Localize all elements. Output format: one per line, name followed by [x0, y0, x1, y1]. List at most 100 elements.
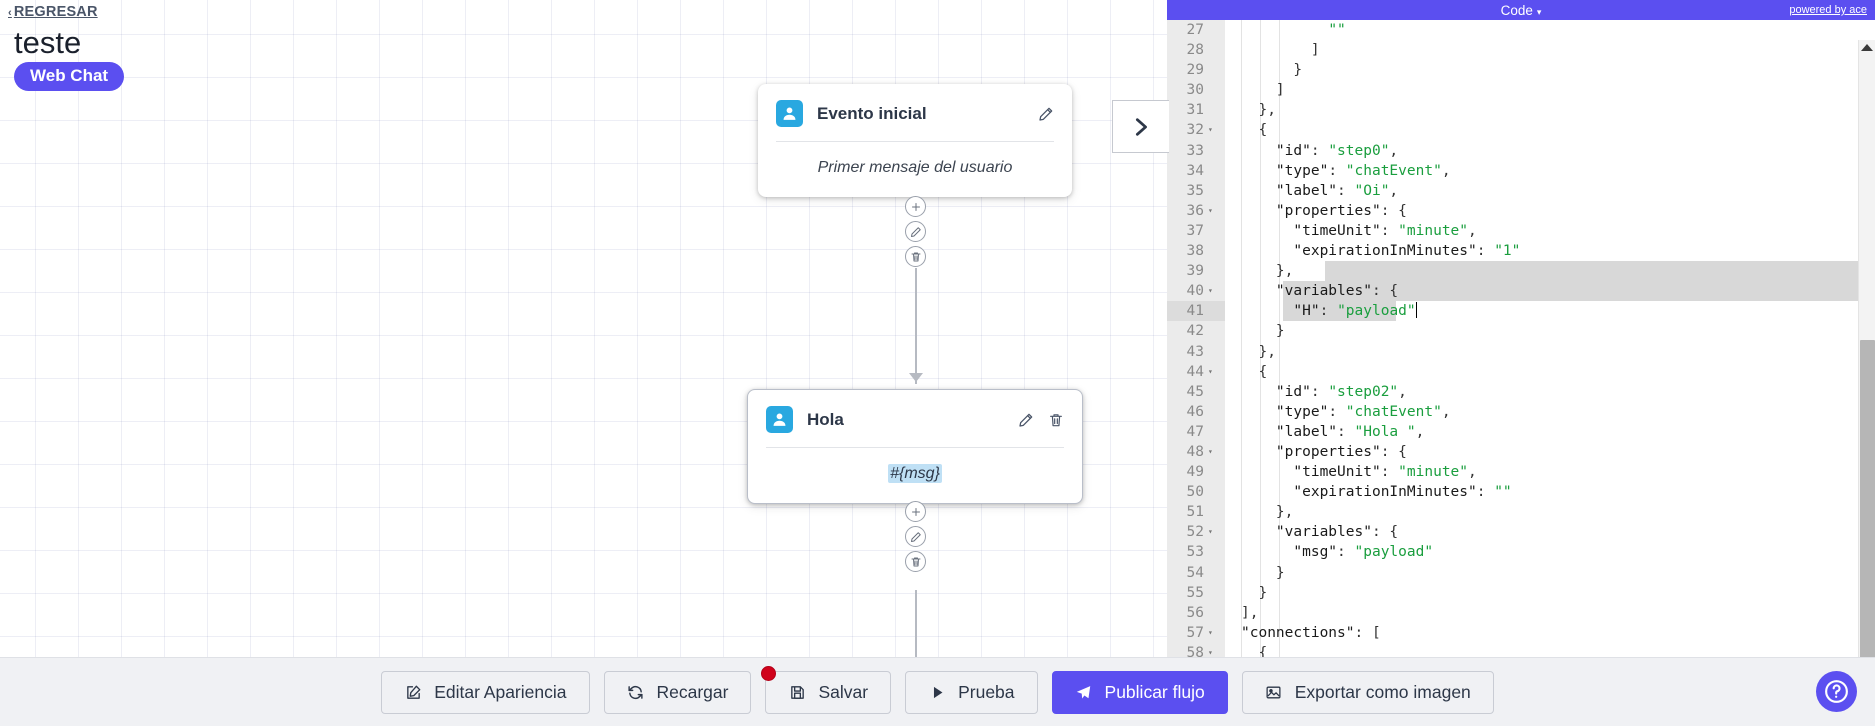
- code-line-text: "connections": [: [1241, 624, 1381, 641]
- editor-body[interactable]: 27 ""28 ]29 }30 ]31 },32▾ {33 "id": "ste…: [1167, 20, 1875, 657]
- line-number: 50: [1167, 482, 1225, 503]
- trash-icon[interactable]: [905, 551, 926, 572]
- powered-by-ace-link[interactable]: powered by ace: [1789, 4, 1867, 16]
- code-line[interactable]: 32▾ {: [1167, 120, 1875, 141]
- flow-canvas[interactable]: ‹ REGRESAR teste Web Chat Evento inicial: [0, 0, 1167, 657]
- help-button[interactable]: [1816, 671, 1857, 712]
- back-link[interactable]: ‹ REGRESAR: [8, 4, 98, 20]
- fold-arrow-icon[interactable]: ▾: [1208, 627, 1213, 637]
- line-number: 53: [1167, 542, 1225, 563]
- scrollbar-thumb[interactable]: [1860, 340, 1875, 657]
- code-line-text: "label": "Hola ",: [1275, 423, 1425, 440]
- editor-header: Code▾ powered by ace: [1167, 0, 1875, 20]
- fold-arrow-icon[interactable]: ▾: [1208, 205, 1213, 215]
- line-number: 37: [1167, 220, 1225, 242]
- flow-node-hola[interactable]: Hola #{msg}: [747, 389, 1083, 504]
- pencil-icon[interactable]: [905, 526, 926, 547]
- connector-stack-1: [905, 196, 926, 267]
- flow-node-body-text: #{msg}: [888, 464, 942, 483]
- divider: [766, 447, 1064, 448]
- code-line[interactable]: 37 "timeUnit": "minute",: [1167, 220, 1875, 242]
- code-line[interactable]: 48▾ "properties": {: [1167, 441, 1875, 463]
- code-line[interactable]: 35 "label": "Oi",: [1167, 180, 1875, 201]
- scroll-up-arrow-icon[interactable]: [1861, 44, 1873, 51]
- fold-arrow-icon[interactable]: ▾: [1208, 527, 1213, 537]
- editor-title-dropdown[interactable]: Code▾: [1167, 3, 1875, 18]
- code-line[interactable]: 36▾ "properties": {: [1167, 200, 1875, 221]
- code-line[interactable]: 44▾ {: [1167, 361, 1875, 382]
- code-line[interactable]: 28 ]: [1167, 40, 1875, 61]
- code-line-text: "type": "chatEvent",: [1275, 403, 1451, 420]
- trash-icon[interactable]: [905, 246, 926, 267]
- code-editor-panel: Code▾ powered by ace 27 ""28 ]29 }30 ]31…: [1112, 0, 1875, 657]
- pencil-icon[interactable]: [1018, 412, 1034, 428]
- line-number: 36▾: [1167, 200, 1225, 221]
- question-circle-icon: [1825, 680, 1848, 703]
- editar-apariencia-button[interactable]: Editar Apariencia: [381, 670, 590, 714]
- pencil-icon[interactable]: [1038, 106, 1054, 122]
- code-line-text: "variables": {: [1275, 283, 1399, 300]
- fold-arrow-icon[interactable]: ▾: [1208, 366, 1213, 376]
- code-line-text: ]: [1241, 82, 1285, 99]
- code-line[interactable]: 55 }: [1167, 582, 1875, 603]
- button-label: Publicar flujo: [1104, 681, 1205, 702]
- line-number: 41: [1167, 301, 1225, 322]
- code-line-text: "properties": {: [1275, 202, 1407, 219]
- prueba-button[interactable]: Prueba: [905, 670, 1038, 714]
- code-line[interactable]: 29 }: [1167, 60, 1875, 81]
- code-line-text: }: [1241, 584, 1268, 601]
- code-line[interactable]: 42 }: [1167, 321, 1875, 342]
- line-number: 44▾: [1167, 361, 1225, 382]
- code-line[interactable]: 52▾ "variables": {: [1167, 522, 1875, 543]
- fold-arrow-icon[interactable]: ▾: [1208, 647, 1213, 657]
- code-line[interactable]: 53 "msg": "payload": [1167, 542, 1875, 563]
- code-line[interactable]: 30 ]: [1167, 80, 1875, 101]
- add-icon[interactable]: [905, 196, 926, 217]
- panel-collapse-toggle[interactable]: [1112, 100, 1169, 153]
- pencil-icon[interactable]: [905, 221, 926, 242]
- code-line[interactable]: 45 "id": "step02",: [1167, 381, 1875, 402]
- code-line[interactable]: 54 }: [1167, 562, 1875, 583]
- fold-arrow-icon[interactable]: ▾: [1208, 125, 1213, 135]
- code-line[interactable]: 34 "type": "chatEvent",: [1167, 160, 1875, 181]
- code-line[interactable]: 33 "id": "step0",: [1167, 140, 1875, 161]
- code-line[interactable]: 40▾ "variables": {: [1167, 281, 1875, 302]
- code-line[interactable]: 39 },: [1167, 261, 1875, 282]
- line-number: 28: [1167, 40, 1225, 61]
- code-line[interactable]: 51 },: [1167, 502, 1875, 523]
- code-line[interactable]: 47 "label": "Hola ",: [1167, 421, 1875, 442]
- chevron-left-icon: ‹: [8, 6, 12, 19]
- line-number: 35: [1167, 180, 1225, 201]
- flow-node-evento-inicial[interactable]: Evento inicial Primer mensaje del usuari…: [758, 84, 1072, 197]
- line-number: 43: [1167, 341, 1225, 362]
- add-icon[interactable]: [905, 501, 926, 522]
- recargar-button[interactable]: Recargar: [603, 670, 752, 714]
- exportar-como-imagen-button[interactable]: Exportar como imagen: [1241, 670, 1494, 714]
- code-line-text: ],: [1241, 604, 1259, 621]
- code-lines[interactable]: 27 ""28 ]29 }30 ]31 },32▾ {33 "id": "ste…: [1167, 20, 1875, 657]
- page-title: teste: [14, 25, 82, 60]
- code-line[interactable]: 31 },: [1167, 100, 1875, 121]
- salvar-button[interactable]: Salvar: [761, 665, 892, 714]
- trash-icon[interactable]: [1048, 412, 1064, 428]
- fold-arrow-icon[interactable]: ▾: [1208, 286, 1213, 296]
- flow-node-body: Primer mensaje del usuario: [758, 142, 1072, 197]
- code-line[interactable]: 27 "": [1167, 20, 1875, 41]
- code-line[interactable]: 49 "timeUnit": "minute",: [1167, 462, 1875, 483]
- editor-vertical-scrollbar[interactable]: [1858, 40, 1875, 657]
- code-line[interactable]: 38 "expirationInMinutes": "1": [1167, 241, 1875, 262]
- publicar-flujo-button[interactable]: Publicar flujo: [1051, 670, 1228, 714]
- code-line-text: "id": "step02",: [1275, 383, 1407, 400]
- code-line-text: "type": "chatEvent",: [1275, 162, 1451, 179]
- code-line[interactable]: 41 "H": "payload": [1167, 301, 1875, 322]
- flow-edge-arrow-1: [909, 373, 923, 382]
- code-line[interactable]: 58▾ {: [1167, 642, 1875, 657]
- code-line-text: }: [1241, 564, 1285, 581]
- code-line[interactable]: 50 "expirationInMinutes": "": [1167, 482, 1875, 503]
- code-line[interactable]: 46 "type": "chatEvent",: [1167, 401, 1875, 422]
- code-line[interactable]: 57▾"connections": [: [1167, 622, 1875, 643]
- fold-arrow-icon[interactable]: ▾: [1208, 446, 1213, 456]
- play-icon: [928, 683, 946, 701]
- code-line[interactable]: 43 },: [1167, 341, 1875, 362]
- code-line[interactable]: 56],: [1167, 602, 1875, 623]
